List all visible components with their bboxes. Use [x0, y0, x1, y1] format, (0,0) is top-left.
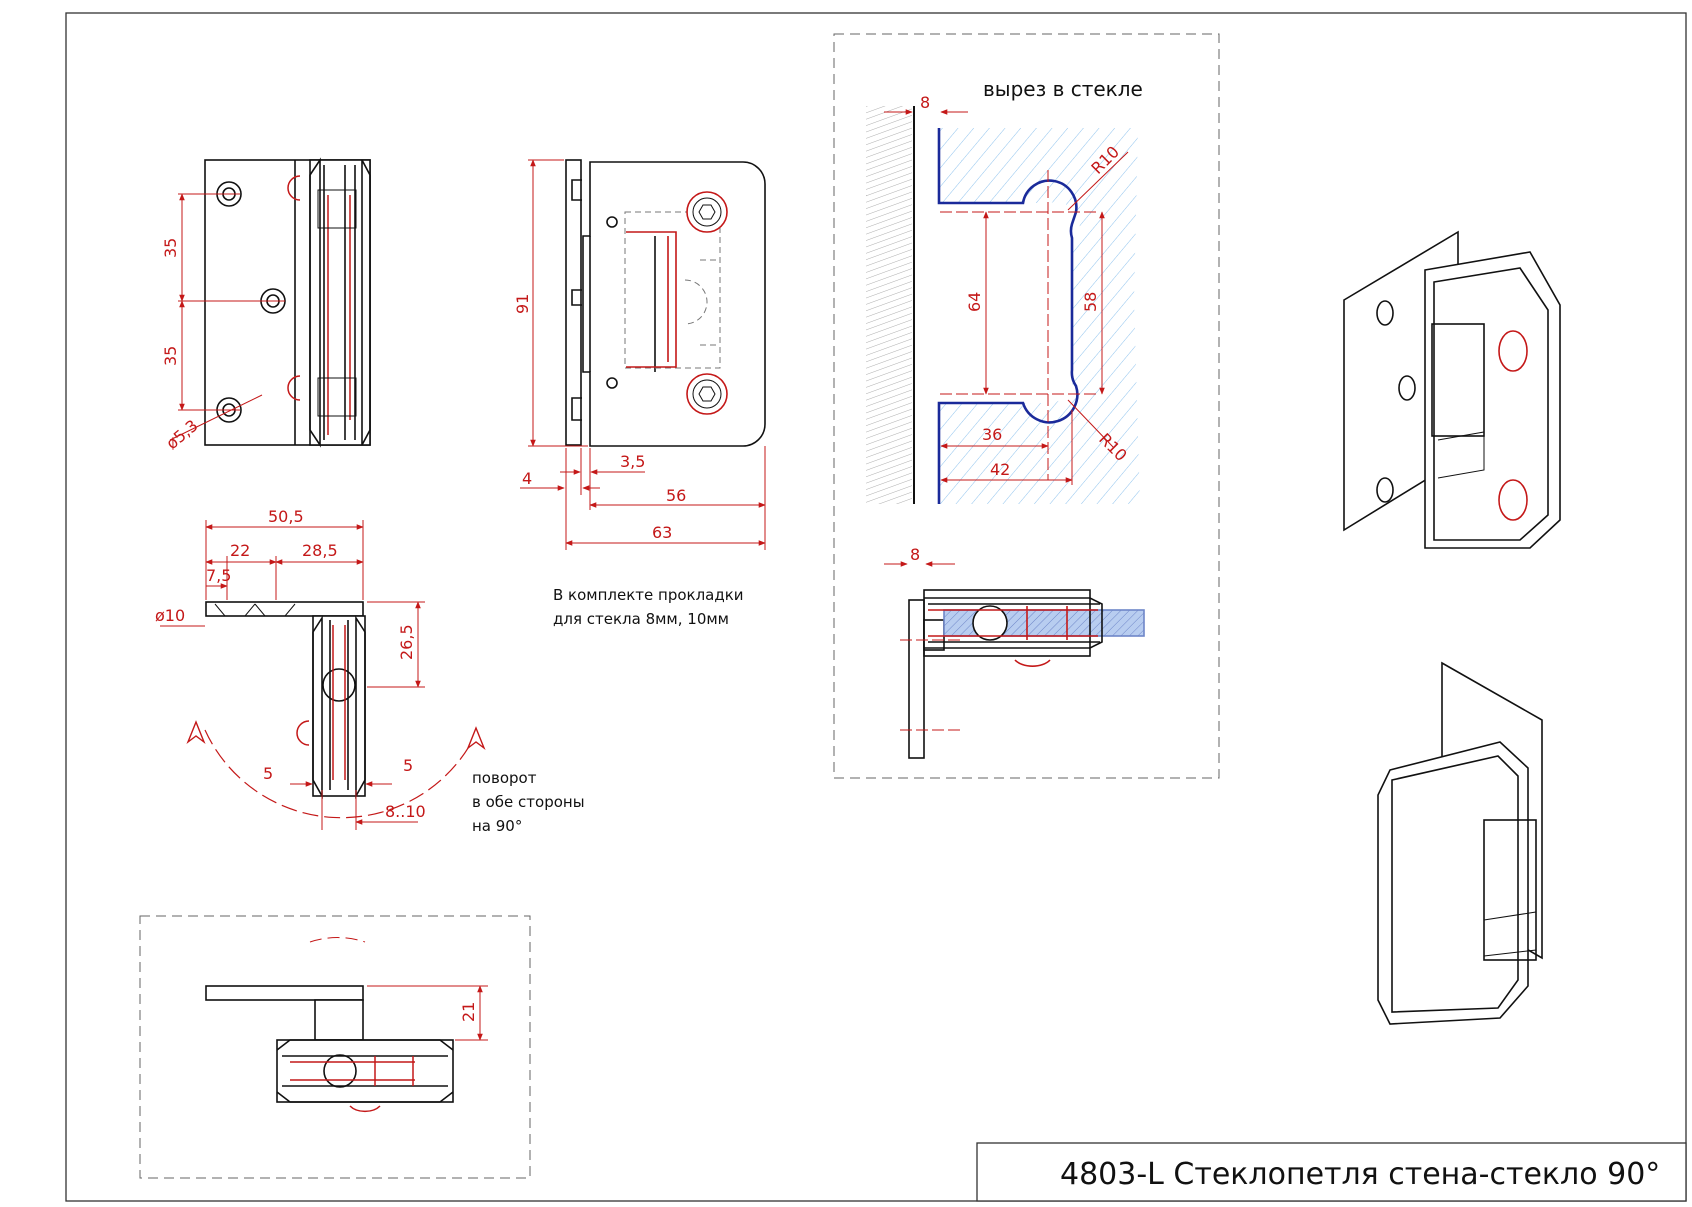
dim-body-width: 56 — [666, 486, 686, 505]
dim-section-wall-gap: 8 — [910, 545, 920, 564]
dim-height: 91 — [513, 294, 532, 314]
dim-top-overall: 50,5 — [268, 507, 304, 526]
dim-closed-height: 21 — [459, 1002, 478, 1022]
dim-clearance-left: 5 — [263, 764, 273, 783]
kit-note-line-1: В комплекте прокладки — [553, 586, 744, 604]
rotation-note-line-1: поворот — [472, 769, 537, 787]
side-view — [565, 159, 766, 447]
front-view-dimensions — [169, 193, 285, 441]
dim-clearance-right: 5 — [403, 756, 413, 775]
dim-depth: 26,5 — [397, 624, 416, 660]
closed-view-frame — [139, 915, 531, 1179]
dim-inner-height: 58 — [1081, 292, 1100, 312]
hinge-leaf — [626, 231, 677, 368]
top-view-dimensions — [160, 520, 471, 830]
wall-hatch — [866, 106, 912, 504]
top-wall-plate — [205, 601, 364, 617]
glass-panel — [939, 128, 1140, 504]
dim-spacing-bottom: 35 — [161, 346, 180, 366]
gasket-lines — [287, 175, 351, 435]
dim-depth-outer: 42 — [990, 460, 1010, 479]
dim-depth-inner: 36 — [982, 425, 1002, 444]
side-wall-plate — [565, 159, 582, 446]
title-block — [976, 1142, 1687, 1202]
kit-note-line-2: для стекла 8мм, 10мм — [553, 610, 729, 628]
rotation-note-line-3: на 90° — [472, 817, 522, 835]
cutout-outline — [937, 128, 1079, 504]
front-view — [204, 157, 371, 448]
dim-plate-thickness: 4 — [522, 469, 532, 488]
dim-top-hole-diameter: ø10 — [155, 606, 185, 625]
rotation-note-line-2: в обе стороны — [472, 793, 585, 811]
cutout-dimensions — [884, 109, 1129, 485]
cutout-detail-frame — [833, 33, 1220, 779]
dim-top-left: 22 — [230, 541, 250, 560]
dim-spacing-top: 35 — [161, 238, 180, 258]
drawing-frame — [65, 12, 1687, 1202]
cutout-caption: вырез в стекле — [983, 77, 1143, 101]
side-body — [582, 161, 766, 447]
rotation-arc — [204, 729, 471, 819]
rotate-arrow-icon — [186, 720, 486, 751]
hidden-lines — [624, 211, 721, 369]
dim-cutout-wall-gap: 8 — [920, 93, 930, 112]
drawing-title: 4803-L Стеклопетля стена-стекло 90° — [1060, 1157, 1660, 1192]
dim-outer-height: 64 — [965, 292, 984, 312]
dim-glass: 8..10 — [385, 802, 426, 821]
dim-top-right: 28,5 — [302, 541, 338, 560]
top-view — [205, 601, 366, 800]
side-view-dimensions — [520, 159, 766, 550]
isometric-view-front — [1377, 661, 1543, 1025]
dim-gap: 3,5 — [620, 452, 645, 471]
dim-overall-width: 63 — [652, 523, 672, 542]
dim-hole-offset: 7,5 — [206, 566, 231, 585]
dim-hole-diameter: ø5,3 — [162, 416, 201, 453]
isometric-view-back — [1343, 230, 1561, 549]
closed-view — [205, 937, 454, 1113]
section-view — [908, 589, 1145, 759]
